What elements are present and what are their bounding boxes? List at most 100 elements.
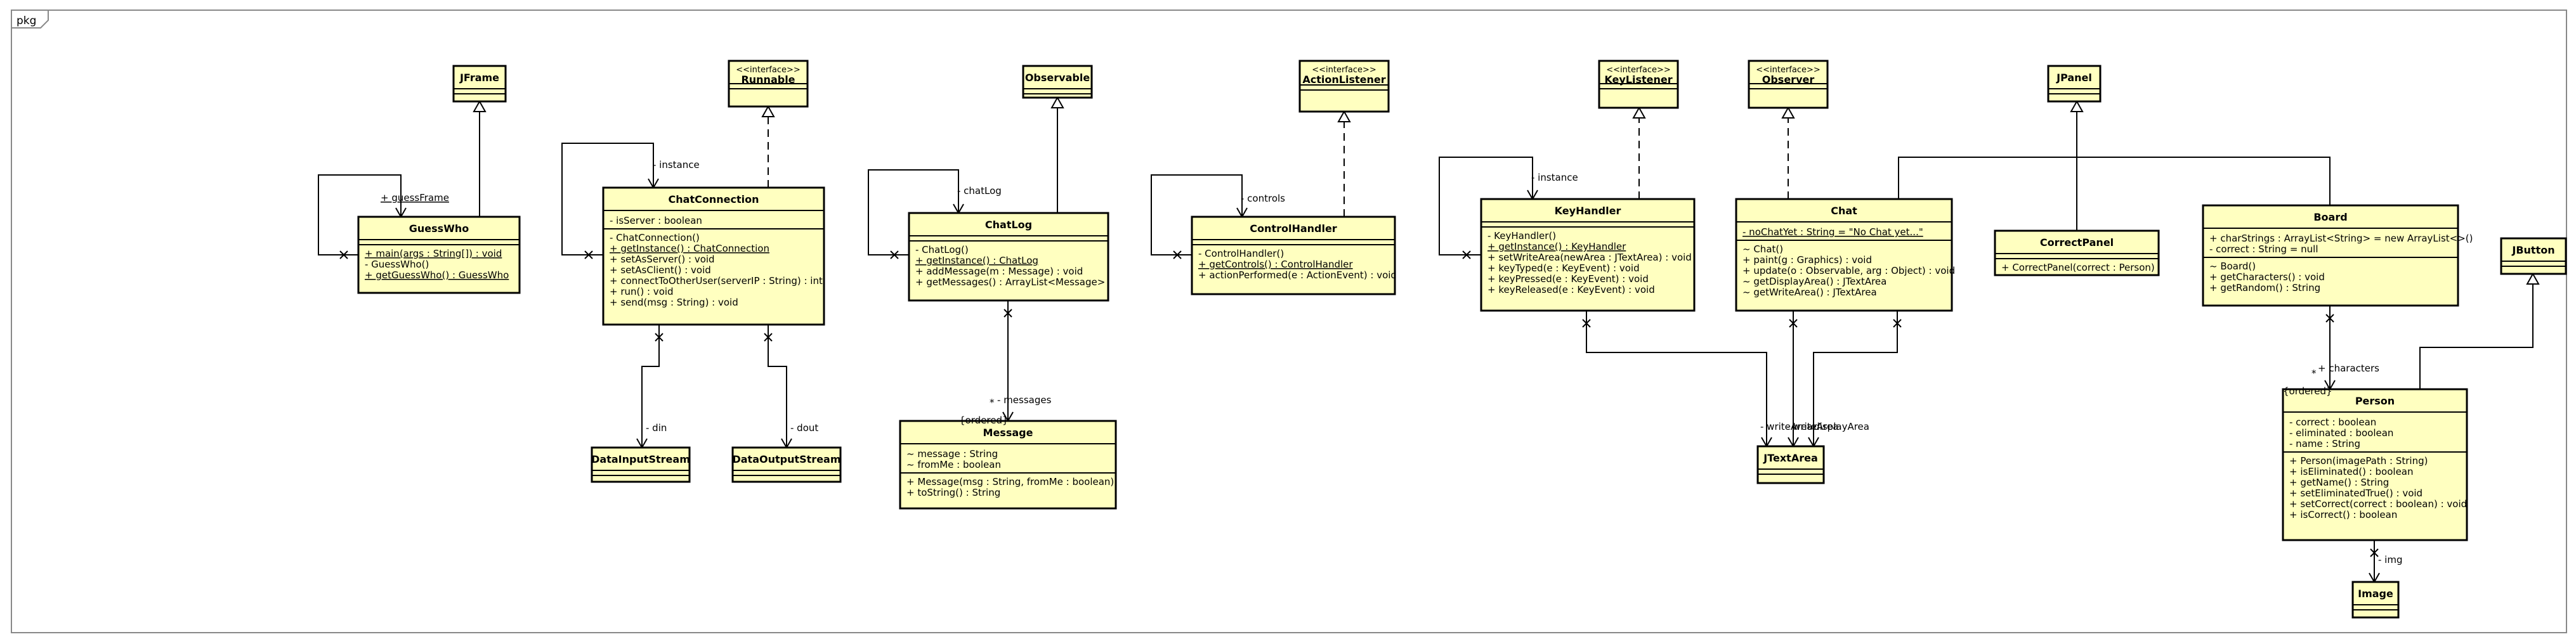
operation: + setAsClient() : void (610, 264, 711, 276)
operation: + paint(g : Graphics) : void (1742, 254, 1872, 266)
attribute: - name : String (2289, 438, 2360, 449)
class-name: Board (2313, 211, 2347, 223)
operation: + keyPressed(e : KeyEvent) : void (1487, 273, 1649, 285)
generalization-head (2070, 100, 2084, 112)
chat-class[interactable]: Chat - noChatYet : String = "No Chat yet.… (1735, 198, 1955, 312)
operation: + isCorrect() : boolean (2289, 509, 2397, 520)
association-owner-end (1789, 319, 1798, 328)
class-box (1191, 216, 1396, 295)
runnable-class[interactable]: <<interface>>Runnable (728, 60, 809, 108)
guess-who-class[interactable]: GuessWho+ main(args : String[]) : void- … (357, 216, 521, 294)
association-chat-displayarea (1813, 311, 1898, 446)
class-name: Runnable (741, 74, 795, 86)
operation: + update(o : Observable, arg : Object) :… (1742, 265, 1955, 276)
key-listener-class[interactable]: <<interface>>KeyListener (1598, 60, 1679, 109)
association-owner-end (1582, 319, 1591, 328)
attribute: - isServer : boolean (610, 215, 702, 226)
control-handler-class[interactable]: ControlHandler- ControlHandler()+ getCon… (1191, 216, 1397, 295)
association-owner-end (1173, 250, 1182, 259)
class-stereotype: <<interface>> (736, 65, 801, 75)
role-label-chatLog: - chatLog (957, 185, 1002, 197)
package-name: pkg (16, 15, 36, 27)
association-owner-end (890, 250, 899, 259)
image-class[interactable]: Image (2351, 581, 2400, 619)
association-chatconnection-dout (768, 325, 787, 448)
message-class[interactable]: Message~ message : String~ fromMe : bool… (899, 420, 1117, 510)
operation: + setWriteArea(newArea : JTextArea) : vo… (1487, 252, 1692, 263)
realization-head (1781, 106, 1795, 119)
action-listener-class[interactable]: <<interface>>ActionListener (1298, 60, 1390, 113)
attribute: - noChatYet : String = "No Chat yet..." (1742, 226, 1923, 238)
role-label-msg-ordered: {ordered} (959, 415, 1009, 426)
class-box (2282, 388, 2468, 541)
class-name: DataOutputStream (732, 453, 840, 465)
attribute: - correct : boolean (2289, 416, 2376, 428)
class-name: KeyListener (1604, 74, 1672, 86)
class-name: Chat (1831, 205, 1857, 217)
role-label-displayArea: - displayArea (1807, 421, 1869, 432)
class-box (2202, 204, 2459, 307)
chat-log-class[interactable]: ChatLog- ChatLog()+ getInstance() : Chat… (908, 212, 1109, 302)
jpanel-class[interactable]: JPanel (2047, 65, 2102, 103)
observable-class[interactable]: Observable (1022, 65, 1093, 99)
operation: + getInstance() : ChatConnection (610, 243, 769, 254)
association-owner-end (764, 333, 773, 342)
association-owner-end (1893, 319, 1902, 328)
operation: ~ getDisplayArea() : JTextArea (1742, 276, 1886, 287)
operation: - ChatLog() (915, 244, 969, 255)
operation: ~ getWriteArea() : JTextArea (1742, 287, 1877, 298)
jframe-class[interactable]: JFrame (452, 65, 507, 103)
class-box (2047, 65, 2102, 103)
generalization-person-jbutton (2419, 284, 2534, 389)
class-name: Message (983, 427, 1033, 439)
operation: + getInstance() : ChatLog (915, 255, 1038, 266)
operation: + main(args : String[]) : void (365, 248, 502, 259)
role-label-dout: - dout (790, 422, 818, 434)
self-association-controlhandler (1151, 174, 1243, 255)
association-owner-end (2325, 314, 2334, 323)
operation: + setAsServer() : void (610, 254, 715, 265)
role-label-messages: - messages (997, 394, 1052, 406)
class-name: Person (2355, 395, 2395, 407)
attribute: ~ message : String (906, 448, 998, 460)
jtext-area-class[interactable]: JTextArea (1756, 445, 1825, 484)
person-class[interactable]: Person - correct : boolean- eliminated : … (2282, 388, 2468, 541)
role-labels: + guessFrame- instance- chatLog- control… (381, 159, 2402, 565)
operation: + getInstance() : KeyHandler (1487, 241, 1626, 252)
package-tab (11, 10, 49, 29)
class-name: CorrectPanel (2040, 236, 2114, 248)
role-label-characters: + characters (2318, 363, 2379, 374)
board-class[interactable]: Board+ charStrings : ArrayList<String> =… (2202, 204, 2473, 307)
chat-connection-class[interactable]: ChatConnection- isServer : boolean- Chat… (602, 186, 825, 326)
class-name: Observer (1762, 74, 1815, 86)
operation: + Message(msg : String, fromMe : boolean… (906, 476, 1114, 487)
role-label-char-ordered: {ordered} (2283, 385, 2332, 397)
realization-head (761, 105, 775, 117)
generalization-head (1050, 96, 1064, 108)
generalization-head (473, 100, 487, 112)
class-name: JTextArea (1763, 452, 1817, 464)
self-association-guesswho (318, 174, 402, 255)
operation: + getControls() : ControlHandler (1198, 259, 1353, 270)
operation: + getMessages() : ArrayList<Message> (915, 276, 1105, 288)
role-label-msg-mult: * (990, 397, 995, 408)
association-owner-end (584, 250, 593, 259)
data-input-stream-class[interactable]: DataInputStream (591, 446, 691, 483)
attribute: - eliminated : boolean (2289, 427, 2393, 439)
operation: - ControlHandler() (1198, 248, 1284, 259)
role-label-char-mult: * (2311, 368, 2317, 379)
class-name: JFrame (459, 72, 499, 84)
class-name: GuessWho (409, 223, 469, 235)
data-output-stream-class[interactable]: DataOutputStream (731, 446, 842, 483)
class-name: KeyHandler (1555, 205, 1621, 217)
key-handler-class[interactable]: KeyHandler- KeyHandler()+ getInstance() … (1480, 198, 1696, 312)
class-box (2351, 581, 2400, 619)
operation: + getName() : String (2289, 477, 2389, 488)
operation: + getGuessWho() : GuessWho (365, 269, 509, 281)
operation: ~ Board() (2209, 261, 2256, 272)
correct-panel-class[interactable]: CorrectPanel+ CorrectPanel(correct : Per… (1994, 229, 2160, 276)
class-name: Observable (1025, 72, 1090, 84)
jbutton-class[interactable]: JButton (2500, 237, 2567, 275)
class-box (908, 212, 1109, 302)
observer-class[interactable]: <<interface>>Observer (1748, 60, 1829, 109)
